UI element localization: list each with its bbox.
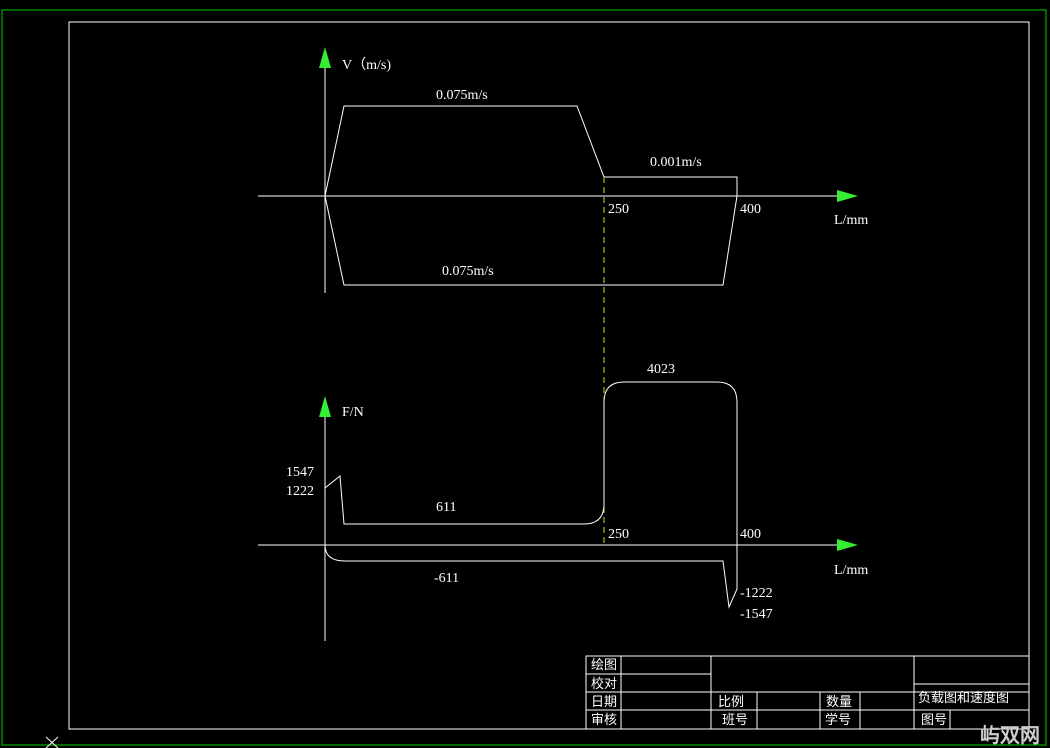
velocity-x-axis-arrow: [837, 190, 858, 202]
velocity-tick-400: 400: [740, 202, 761, 217]
velocity-y-axis-arrow: [319, 47, 331, 68]
title-block-drawn-by: 绘图: [591, 657, 617, 672]
velocity-return-fast-label: 0.075m/s: [442, 264, 494, 279]
force-tick-250: 250: [608, 527, 629, 542]
title-block: [585, 655, 1030, 730]
title-block-drawing-title: 负载图和速度图: [918, 690, 1009, 705]
velocity-forward-fast-label: 0.075m/s: [436, 88, 488, 103]
title-block-drawing-no: 图号: [921, 712, 947, 727]
title-block-student-no: 学号: [825, 712, 851, 727]
force-forward-curve: [324, 381, 738, 545]
velocity-y-axis-label: V（m/s): [342, 57, 391, 73]
title-block-scale: 比例: [718, 694, 744, 709]
title-block-reviewed-by: 审核: [591, 712, 617, 727]
velocity-tick-250: 250: [608, 202, 629, 217]
velocity-forward-slow-label: 0.001m/s: [650, 155, 702, 170]
outer-sheet-border: [1, 9, 1047, 746]
force-working-label: 4023: [647, 362, 675, 377]
inner-drawing-frame: [68, 21, 1030, 730]
force-diagram: [258, 381, 838, 641]
force-start-level-label: 1222: [286, 484, 314, 499]
force-y-axis-arrow: [319, 396, 331, 417]
corner-cross-mark: [45, 736, 59, 748]
velocity-return-curve: [324, 195, 738, 286]
force-forward-label: 611: [436, 500, 456, 515]
force-tick-400: 400: [740, 527, 761, 542]
force-x-axis-arrow: [837, 539, 858, 551]
title-block-class-no: 班号: [722, 712, 748, 727]
velocity-forward-curve: [324, 105, 738, 197]
title-block-quantity: 数量: [826, 694, 852, 709]
watermark-logo-text: 屿双网: [980, 724, 1040, 747]
velocity-x-axis-label: L/mm: [834, 213, 868, 228]
velocity-diagram: [258, 68, 838, 293]
force-y-axis-label: F/N: [342, 405, 364, 420]
title-block-date: 日期: [591, 694, 617, 709]
force-start-peak-label: 1547: [286, 465, 314, 480]
force-return-peak-label: -1547: [740, 607, 773, 622]
title-block-checked-by: 校对: [591, 676, 617, 691]
force-return-label: -611: [434, 571, 459, 586]
force-return-curve: [324, 544, 738, 609]
force-x-axis-label: L/mm: [834, 563, 868, 578]
force-return-level-label: -1222: [740, 586, 773, 601]
